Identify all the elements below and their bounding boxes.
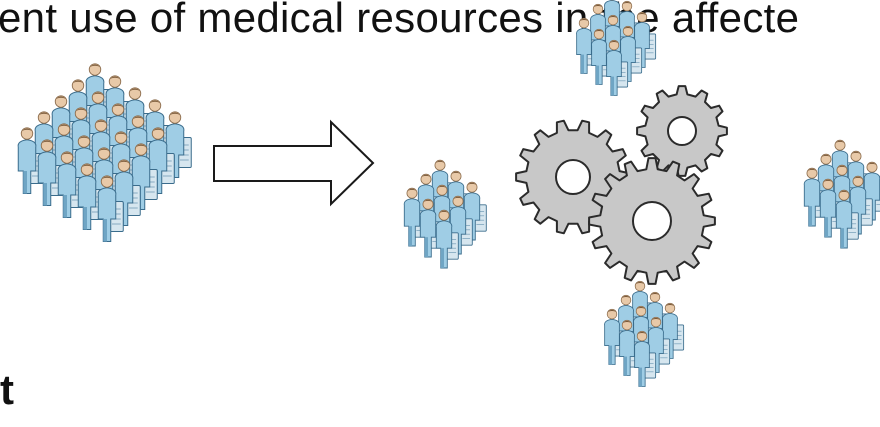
crowd-icon-bottom xyxy=(604,280,685,388)
crowd-icon-top xyxy=(576,0,657,97)
gear-icon-top-right xyxy=(636,85,728,177)
gear-icon-center xyxy=(588,157,716,285)
right-arrow-icon xyxy=(213,119,375,207)
slide-title-fragment: ent use of medical resources in the affe… xyxy=(0,0,880,48)
crowd-icon-middle xyxy=(403,159,487,269)
slide-title-text: ent use of medical resources in the affe… xyxy=(0,0,800,41)
crowd-icon-right xyxy=(803,139,880,249)
crowd-icon-large xyxy=(17,63,192,243)
bold-text-fragment: t xyxy=(0,366,14,413)
